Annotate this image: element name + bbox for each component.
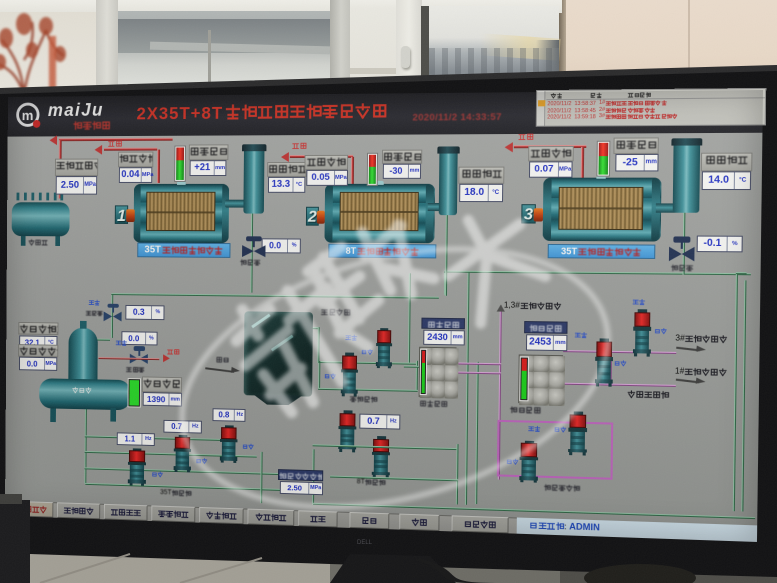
svg-text:DELL: DELL — [357, 540, 373, 546]
